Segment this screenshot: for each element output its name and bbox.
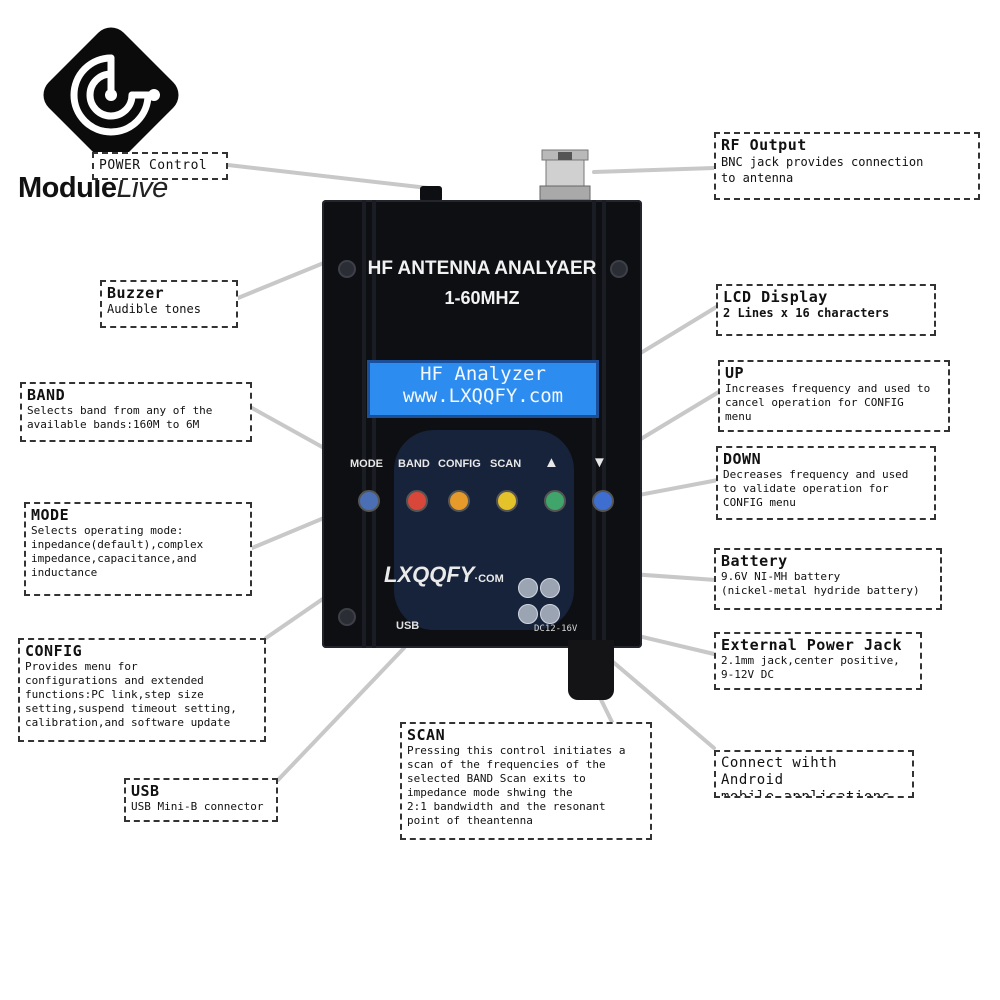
callout-config-title: CONFIG	[25, 642, 83, 660]
callout-rf-output: RF Output BNC jack provides connection t…	[714, 132, 980, 200]
callout-battery: Battery 9.6V NI-MH battery (nickel-metal…	[714, 548, 942, 610]
callout-mode-desc: Selects operating mode: inpedance(defaul…	[31, 524, 204, 579]
callout-scan: SCAN Pressing this control initiates a s…	[400, 722, 652, 840]
mode-button[interactable]	[358, 490, 380, 512]
callout-power-jack-desc: 2.1mm jack,center positive, 9-12V DC	[721, 654, 900, 681]
callout-lcd-desc: 2 Lines x 16 characters	[723, 306, 890, 320]
callout-scan-title: SCAN	[407, 726, 446, 744]
callout-down-desc: Decreases frequency and used to validate…	[723, 468, 909, 509]
callout-up-title: UP	[725, 364, 745, 382]
power-switch[interactable]	[420, 186, 442, 202]
up-button[interactable]	[544, 490, 566, 512]
module-live-logo-icon	[43, 27, 179, 163]
callout-buzzer-desc: Audible tones	[107, 302, 201, 316]
lcd-display: HF Analyzer www.LXQQFY.com	[367, 360, 599, 418]
brand-mark-suffix: ·COM	[474, 573, 504, 585]
device-title: HF ANTENNA ANALYAER	[367, 258, 597, 279]
callout-usb: USB USB Mini-B connector	[124, 778, 278, 822]
lcd-line-2: www.LXQQFY.com	[402, 385, 564, 407]
callout-up-desc: Increases frequency and used to cancel o…	[725, 382, 931, 423]
lcd-line-1: HF Analyzer	[420, 363, 546, 385]
callout-usb-desc: USB Mini-B connector	[131, 800, 264, 813]
screw-icon	[338, 260, 356, 278]
band-button-label: BAND	[398, 458, 430, 470]
callout-band: BAND Selects band from any of the availa…	[20, 382, 252, 442]
cable	[568, 640, 614, 700]
mode-button-label: MODE	[350, 458, 383, 470]
callout-buzzer: Buzzer Audible tones	[100, 280, 238, 328]
callout-power-jack-title: External Power Jack	[721, 636, 903, 654]
callout-mode: MODE Selects operating mode: inpedance(d…	[24, 502, 252, 596]
android-jack-icon	[540, 604, 560, 624]
callout-up: UP Increases frequency and used to cance…	[718, 360, 950, 432]
callout-lcd-title: LCD Display	[723, 288, 828, 306]
bnc-connector-icon	[539, 149, 591, 201]
band-button[interactable]	[406, 490, 428, 512]
line-power	[226, 163, 430, 190]
config-button[interactable]	[448, 490, 470, 512]
callout-usb-title: USB	[131, 782, 160, 800]
config-button-label: CONFIG	[438, 458, 481, 470]
scan-button[interactable]	[496, 490, 518, 512]
up-arrow-icon: ▲	[544, 454, 559, 471]
device-brand-mark: LXQQFY·COM	[384, 562, 504, 588]
screw-icon	[610, 260, 628, 278]
brand-mark-text: LXQQFY	[384, 562, 475, 587]
callout-buzzer-title: Buzzer	[107, 284, 165, 302]
usb-port-label: USB	[396, 620, 420, 632]
callout-rf-title: RF Output	[721, 136, 807, 154]
device-range: 1-60MHZ	[444, 288, 520, 308]
callout-power-jack: External Power Jack 2.1mm jack,center po…	[714, 632, 922, 690]
callout-scan-desc: Pressing this control initiates a scan o…	[407, 744, 626, 827]
callout-battery-desc: 9.6V NI-MH battery (nickel-metal hydride…	[721, 570, 920, 597]
power-jack-label: DC12-16V	[534, 624, 578, 634]
scan-button-label: SCAN	[490, 458, 522, 470]
callout-android-title: Connect wihth Android mobile application…	[721, 755, 891, 798]
android-jack-icon	[518, 604, 538, 624]
callout-rf-desc: BNC jack provides connection to antenna	[721, 155, 924, 185]
android-jack-icon	[540, 578, 560, 598]
down-arrow-icon: ▼	[592, 454, 607, 471]
callout-android: Connect wihth Android mobile application…	[714, 750, 914, 798]
callout-band-title: BAND	[27, 386, 66, 404]
callout-mode-title: MODE	[31, 506, 70, 524]
callout-config-desc: Provides menu for configurations and ext…	[25, 660, 237, 729]
down-button[interactable]	[592, 490, 614, 512]
android-jack-icon	[518, 578, 538, 598]
callout-band-desc: Selects band from any of the available b…	[27, 404, 213, 431]
callout-battery-title: Battery	[721, 552, 788, 570]
callout-config: CONFIG Provides menu for configurations …	[18, 638, 266, 742]
callout-down-title: DOWN	[723, 450, 762, 468]
hf-antenna-analyzer-device: HF ANTENNA ANALYAER 1-60MHZ HF Analyzer …	[322, 200, 642, 700]
callout-power: POWER Control	[92, 152, 228, 180]
line-rf	[592, 166, 716, 174]
callout-power-title: POWER Control	[99, 158, 208, 173]
callout-down: DOWN Decreases frequency and used to val…	[716, 446, 936, 520]
screw-icon	[338, 608, 356, 626]
callout-lcd: LCD Display 2 Lines x 16 characters	[716, 284, 936, 336]
line-usb	[276, 646, 406, 782]
